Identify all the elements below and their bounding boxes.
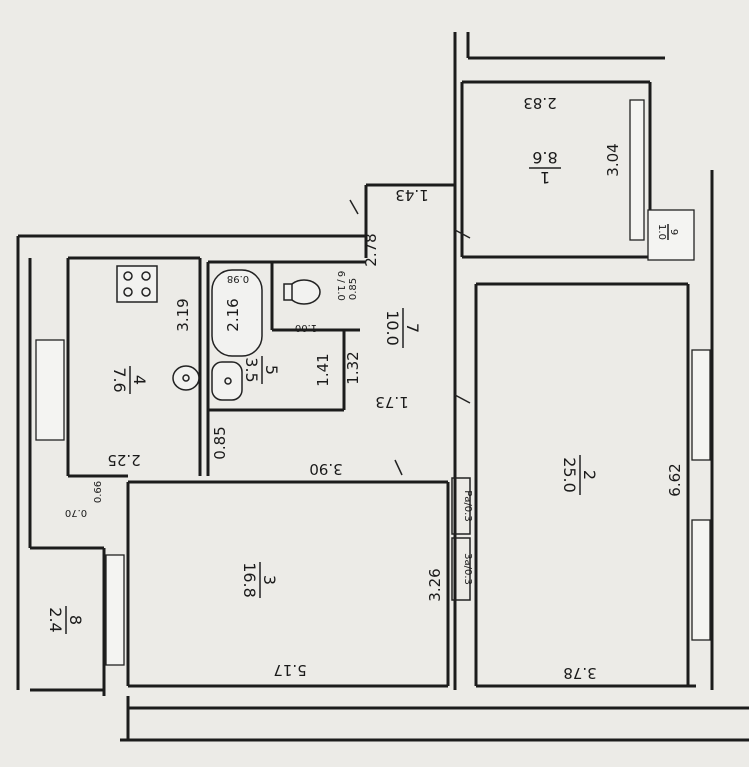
dim-kitchen-side: 3.19 xyxy=(174,298,192,331)
room-area: 1.0 xyxy=(656,224,667,240)
dim-r3-side: 3.26 xyxy=(426,568,444,601)
room-6-label: 6 / 1.0 xyxy=(335,271,346,301)
dim-wc-w: 0.85 xyxy=(348,278,359,300)
window-room3 xyxy=(105,554,125,666)
room-area: 1.0 xyxy=(335,285,346,301)
room-area: 3.5 xyxy=(242,357,261,382)
dim-wc-len: 1.00 xyxy=(295,322,317,333)
room-number: 6 xyxy=(335,271,346,277)
dim-corr-bottom: 3.90 xyxy=(309,460,342,478)
room-number: 8 xyxy=(66,615,85,625)
room-number: 2 xyxy=(580,470,599,480)
room-area: 2.4 xyxy=(46,607,65,632)
dim-bath-w: 0.98 xyxy=(227,273,249,284)
dimension-labels: 2.83 3.04 1.43 2.78 3.19 2.25 2.16 0.98 … xyxy=(65,94,684,682)
svg-text:/: / xyxy=(335,279,346,283)
dim-corr-left: 2.78 xyxy=(362,233,380,266)
dim-bath-len: 2.16 xyxy=(224,298,242,331)
niches: 3а/0.3 Ра/0.3 xyxy=(451,477,473,601)
room-number: 7 xyxy=(403,323,422,333)
room-area: 16.8 xyxy=(240,562,259,598)
dim-r2-bottom: 3.78 xyxy=(563,664,596,682)
dim-corr-top: 1.43 xyxy=(395,186,428,204)
bath-sink-icon xyxy=(211,361,243,401)
room-number: 9 xyxy=(668,229,679,235)
dim-pass-a: 0.66 xyxy=(93,481,104,503)
room-9-label: 9 1.0 xyxy=(656,224,679,240)
room-3-label: 3 16.8 xyxy=(240,562,279,598)
room-area: 10.0 xyxy=(383,310,402,346)
room-5-label: 5 3.5 xyxy=(242,356,281,384)
room-number: 3 xyxy=(260,575,279,585)
windows xyxy=(35,99,711,666)
dim-bath-side: 1.41 xyxy=(314,353,332,386)
dim-corr-side: 1.32 xyxy=(344,351,362,384)
niche-b-label: Ра/0.3 xyxy=(462,490,473,521)
dim-r2-side: 6.62 xyxy=(666,463,684,496)
window-room2-upper xyxy=(691,349,711,461)
dim-corr-mid: 1.73 xyxy=(375,393,408,411)
stove-icon xyxy=(116,265,158,303)
walls xyxy=(16,32,749,742)
window-kitchen xyxy=(35,339,65,441)
dim-pass-b: 0.70 xyxy=(65,507,87,518)
room-4-label: 4 7.6 xyxy=(110,366,149,394)
room-number: 4 xyxy=(130,375,149,385)
window-room9 xyxy=(647,209,695,261)
dim-kitchen-bottom: 2.25 xyxy=(107,451,140,469)
niche-a-label: 3а/0.3 xyxy=(462,553,473,585)
room-area: 7.6 xyxy=(110,367,129,392)
room-8-label: 8 2.4 xyxy=(46,606,85,634)
window-room1 xyxy=(629,99,645,241)
dim-r1-top: 2.83 xyxy=(523,94,556,112)
room-area: 8.6 xyxy=(532,148,557,167)
dim-r1-side: 3.04 xyxy=(604,143,622,176)
room-7-label: 7 10.0 xyxy=(383,308,422,348)
dim-bath-bottom: 0.85 xyxy=(211,426,229,459)
kitchen-sink-icon xyxy=(172,365,200,391)
dim-r3-bottom: 5.17 xyxy=(273,661,306,679)
room-labels: 1 8.6 2 25.0 3 16.8 4 7.6 5 3.5 6 / 1.0 xyxy=(46,148,679,634)
room-number: 1 xyxy=(540,168,550,187)
toilet-icon xyxy=(287,279,321,305)
room-number: 5 xyxy=(262,365,281,375)
window-room2-lower xyxy=(691,519,711,641)
fixtures xyxy=(116,265,321,401)
bathtub-icon xyxy=(211,269,263,357)
room-1-label: 1 8.6 xyxy=(529,148,561,187)
dimension-ticks xyxy=(349,199,471,476)
room-2-label: 2 25.0 xyxy=(560,455,599,495)
room-area: 25.0 xyxy=(560,457,579,493)
